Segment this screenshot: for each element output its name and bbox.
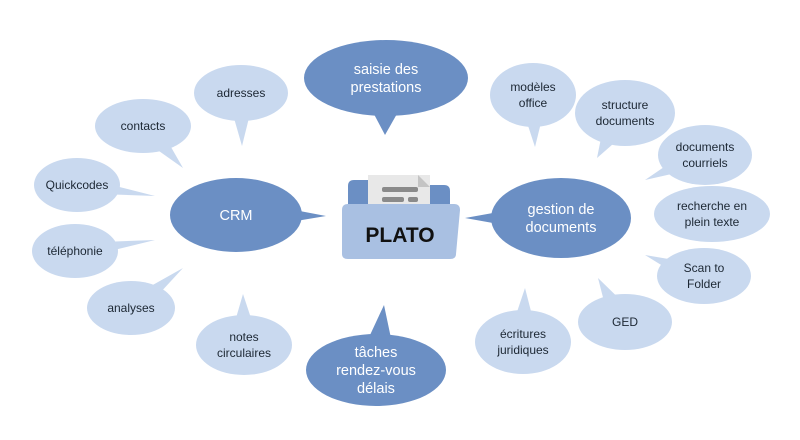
bubble-tail [367, 305, 392, 341]
bubble-label: écritures [500, 327, 546, 341]
bubble-shape [306, 334, 446, 406]
bubble-modeles: modèles office [490, 63, 576, 147]
bubble-label: documents [676, 140, 735, 154]
bubble-crm: CRM [170, 178, 326, 252]
bubble-shape [170, 178, 302, 252]
bubble-tail [110, 185, 155, 196]
bubble-shape [491, 178, 631, 258]
bubble-ecritures: écritures juridiques [475, 288, 571, 374]
bubble-shape [34, 158, 120, 212]
bubble-shape [196, 315, 292, 375]
bubble-shape [304, 40, 468, 116]
bubble-shape [475, 310, 571, 374]
center-label: PLATO [365, 224, 434, 247]
bubble-label: Scan to [684, 261, 725, 275]
bubble-ged: GED [578, 278, 672, 350]
bubble-recherche: recherche en plein texte [654, 186, 770, 242]
bubble-shape [654, 186, 770, 242]
bubble-label: Quickcodes [46, 178, 109, 192]
bubble-taches: tâches rendez-vous délais [306, 305, 446, 406]
bubble-shape [95, 99, 191, 153]
bubble-scan: Scan to Folder [645, 248, 751, 304]
bubble-label: office [519, 96, 548, 110]
bubble-shape [578, 294, 672, 350]
bubble-label: documents [596, 114, 655, 128]
bubble-label: documents [526, 220, 597, 236]
bubble-label: prestations [351, 80, 422, 96]
bubble-shape [87, 281, 175, 335]
bubble-label: recherche en [677, 199, 747, 213]
bubble-structure: structure documents [575, 80, 675, 158]
bubble-shape [32, 224, 118, 278]
bubble-label: rendez-vous [336, 363, 416, 379]
bubble-label: juridiques [496, 343, 548, 357]
bubble-tail [526, 121, 542, 147]
bubble-tail [233, 116, 250, 146]
bubble-label: courriels [682, 156, 727, 170]
bubble-shape [194, 65, 288, 121]
bubble-label: GED [612, 315, 638, 329]
bubble-tail [371, 109, 400, 135]
bubble-saisie: saisie des prestations [304, 40, 468, 135]
bubble-label: gestion de [528, 202, 595, 218]
bubble-label: modèles [510, 80, 555, 94]
bubble-label: CRM [219, 208, 252, 224]
bubble-tail [515, 288, 533, 316]
bubble-label: adresses [217, 86, 266, 100]
bubble-label: contacts [121, 119, 166, 133]
bubble-telephonie: téléphonie [32, 224, 155, 278]
bubble-label: analyses [107, 301, 154, 315]
bubble-label: délais [357, 381, 395, 397]
bubble-label: notes [229, 330, 258, 344]
bubble-courriels: documents courriels [645, 125, 752, 185]
plato-folder-icon: PLATO [342, 175, 460, 259]
bubble-label: Folder [687, 277, 721, 291]
bubble-contacts: contacts [95, 99, 191, 168]
bubble-label: téléphonie [47, 244, 103, 258]
bubble-label: circulaires [217, 346, 271, 360]
bubble-shape [575, 80, 675, 146]
bubble-adresses: adresses [194, 65, 288, 146]
bubble-shape [657, 248, 751, 304]
bubble-shape [490, 63, 576, 127]
bubble-label: plein texte [685, 215, 740, 229]
bubble-notes: notes circulaires [196, 294, 292, 375]
bubble-tail [235, 294, 252, 321]
bubble-gestion: gestion de documents [465, 178, 631, 258]
bubble-shape [658, 125, 752, 185]
bubble-label: saisie des [354, 62, 418, 78]
bubble-analyses: analyses [87, 268, 183, 335]
bubble-quickcodes: Quickcodes [34, 158, 155, 212]
bubble-tail [108, 240, 155, 251]
bubble-label: structure [602, 98, 649, 112]
bubble-label: tâches [355, 345, 398, 361]
